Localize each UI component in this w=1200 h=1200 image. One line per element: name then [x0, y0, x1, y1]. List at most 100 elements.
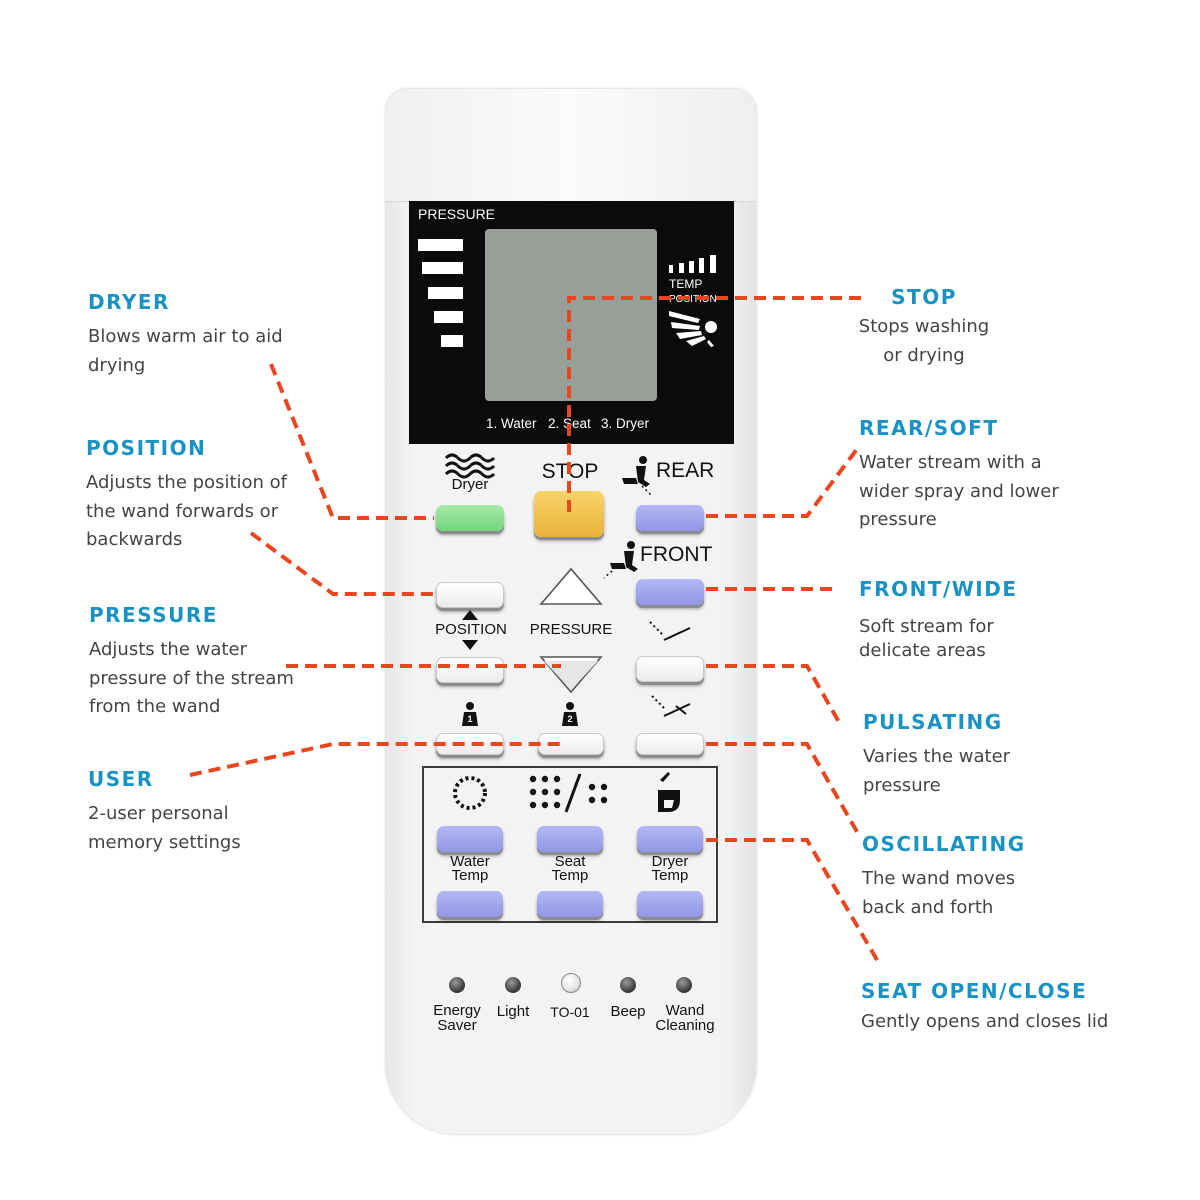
display-pressure-label: PRESSURE — [418, 206, 496, 222]
annotation-dryer-title: DRYER — [88, 290, 170, 314]
annotation-seat-open-close-desc: Gently opens and closes lid — [861, 1008, 1108, 1037]
annotation-pulsating-desc: Varies the water pressure — [863, 743, 1010, 800]
annotation-position-desc: Adjusts the position of the wand forward… — [86, 469, 287, 555]
annotation-oscillating-line: The wand moves — [862, 868, 1016, 889]
annotation-pressure-line: from the wand — [89, 696, 221, 717]
water-temp-down-button[interactable] — [437, 891, 503, 917]
water-temp-label: Water Temp — [436, 853, 504, 883]
seat-temp-label: Seat Temp — [536, 853, 604, 884]
display-status-seat: 2. Seat — [548, 416, 591, 431]
annotation-stop-title: STOP — [891, 285, 957, 309]
beep-label: Beep — [610, 1003, 646, 1020]
annotation-stop-line: Stops washing — [858, 316, 990, 337]
light-button[interactable] — [505, 977, 521, 993]
pressure-bar-1 — [418, 239, 463, 251]
annotation-stop: STOP Stops washing or drying — [854, 285, 994, 370]
pressure-button-label: PRESSURE — [529, 621, 613, 638]
light-label: Light — [496, 1003, 530, 1020]
annotation-pressure-desc: Adjusts the water pressure of the stream… — [89, 636, 294, 722]
annotation-rear-soft-line: pressure — [859, 509, 937, 530]
annotation-pulsating: PULSATING Varies the water pressure — [863, 710, 1010, 800]
user-1-button[interactable] — [436, 733, 504, 755]
annotation-rear-soft-line: Water stream with a — [859, 452, 1042, 473]
seat-temp-label-line1: Seat — [554, 853, 586, 870]
temp-bar-5 — [710, 255, 716, 273]
annotation-oscillating-line: back and forth — [862, 896, 994, 918]
annotation-pressure: PRESSURE Adjusts the water pressure of t… — [89, 603, 294, 722]
annotation-front-wide-line: delicate areas — [859, 640, 986, 661]
pressure-bar-4 — [434, 311, 463, 323]
annotation-stop-line: or drying — [883, 344, 965, 366]
water-temp-label-line1: Water — [450, 853, 490, 870]
annotation-position-line: the wand forwards or — [86, 500, 279, 522]
user-1-number: 1 — [467, 714, 473, 724]
annotation-front-wide-title: FRONT/WIDE — [859, 577, 1018, 601]
annotation-oscillating-desc: The wand moves back and forth — [862, 865, 1026, 922]
annotation-rear-soft-title: REAR/SOFT — [859, 416, 999, 440]
energy-saver-label-line1: Energy — [433, 1002, 481, 1019]
wand-cleaning-button[interactable] — [676, 977, 692, 993]
energy-saver-button[interactable] — [449, 977, 465, 993]
front-button[interactable] — [636, 579, 704, 605]
dryer-temp-label-line1: Dryer — [651, 853, 689, 870]
temp-bar-4 — [699, 258, 704, 273]
user-2-button[interactable] — [538, 733, 604, 755]
dryer-button-label: Dryer — [451, 476, 489, 493]
model-label: TO-01 — [550, 1004, 590, 1020]
position-backward-button[interactable] — [436, 657, 504, 683]
dryer-temp-down-button[interactable] — [637, 891, 703, 917]
display-status-water: 1. Water — [486, 416, 537, 431]
annotation-oscillating-title: OSCILLATING — [862, 832, 1026, 856]
energy-saver-label-line2: Saver — [437, 1017, 477, 1034]
front-button-label: FRONT — [640, 543, 713, 566]
temp-bar-3 — [689, 261, 694, 273]
annotation-user-line: memory settings — [88, 831, 241, 853]
oscillating-button[interactable] — [636, 733, 704, 755]
dryer-button[interactable] — [436, 505, 504, 531]
seat-temp-down-button[interactable] — [537, 891, 603, 917]
seat-temp-up-button[interactable] — [537, 826, 603, 852]
annotation-position-title: POSITION — [86, 436, 207, 460]
annotation-pressure-line: Adjusts the water — [89, 639, 247, 660]
annotation-pulsating-title: PULSATING — [863, 710, 1003, 734]
stop-button[interactable] — [534, 491, 604, 537]
annotation-user-line: 2-user personal — [88, 803, 229, 824]
water-temp-up-button[interactable] — [437, 826, 503, 852]
annotation-pressure-title: PRESSURE — [89, 603, 218, 627]
annotation-pressure-line: pressure of the stream — [89, 667, 294, 689]
annotation-dryer-desc: Blows warm air to aid drying — [88, 323, 283, 380]
annotation-position-line: backwards — [86, 529, 183, 550]
dryer-temp-label-line2: Temp — [651, 867, 689, 884]
annotation-user-desc: 2-user personal memory settings — [88, 800, 241, 857]
wand-cleaning-label: Wand Cleaning — [648, 1003, 722, 1033]
annotation-front-wide: FRONT/WIDE Soft stream for delicate area… — [859, 577, 1018, 663]
seat-temp-label-line2: Temp — [551, 867, 589, 884]
annotation-position: POSITION Adjusts the position of the wan… — [86, 436, 287, 555]
rear-button-label: REAR — [656, 459, 715, 482]
beep-button[interactable] — [620, 977, 636, 993]
dryer-temp-up-button[interactable] — [637, 826, 703, 852]
annotation-rear-soft: REAR/SOFT Water stream with a wider spra… — [859, 416, 1059, 535]
wand-cleaning-label-line1: Wand — [665, 1002, 705, 1019]
annotation-dryer-line: Blows warm air to aid — [88, 326, 283, 347]
user-2-number: 2 — [567, 714, 573, 724]
annotation-rear-soft-line: wider spray and lower — [859, 480, 1059, 502]
lcd-screen — [485, 229, 657, 401]
annotation-seat-open-close-title: SEAT OPEN/CLOSE — [861, 979, 1088, 1003]
pulsating-button[interactable] — [636, 656, 704, 682]
temp-bar-2 — [679, 263, 684, 273]
stop-button-label: STOP — [541, 460, 599, 483]
remote-top-cap — [386, 89, 756, 202]
display-position-label: POSITION — [669, 294, 717, 305]
energy-saver-label: Energy Saver — [424, 1003, 490, 1033]
display-temp-label: TEMP — [669, 277, 703, 291]
pressure-bar-5 — [441, 335, 463, 347]
position-button-label: POSITION — [435, 621, 507, 638]
annotation-rear-soft-desc: Water stream with a wider spray and lowe… — [859, 449, 1059, 535]
annotation-dryer-line: drying — [88, 354, 146, 376]
annotation-user: USER 2-user personal memory settings — [88, 767, 241, 857]
rear-button[interactable] — [636, 505, 704, 531]
pressure-bar-3 — [428, 287, 463, 299]
position-forward-button[interactable] — [436, 582, 504, 608]
